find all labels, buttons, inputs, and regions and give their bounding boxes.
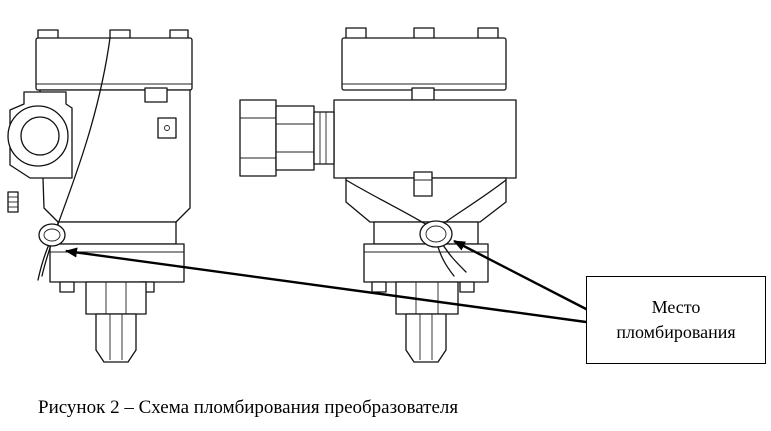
seal-location-callout: Место пломбирования xyxy=(586,276,766,364)
figure-caption: Рисунок 2 – Схема пломбирования преобраз… xyxy=(38,397,459,418)
callout-line-1: Место xyxy=(651,297,701,317)
seal-arrow-right xyxy=(453,239,589,312)
seal-arrow-left xyxy=(65,247,587,324)
transmitter-side-view xyxy=(7,29,193,363)
transmitter-front-view xyxy=(239,27,517,363)
callout-line-2: пломбирования xyxy=(616,322,736,342)
